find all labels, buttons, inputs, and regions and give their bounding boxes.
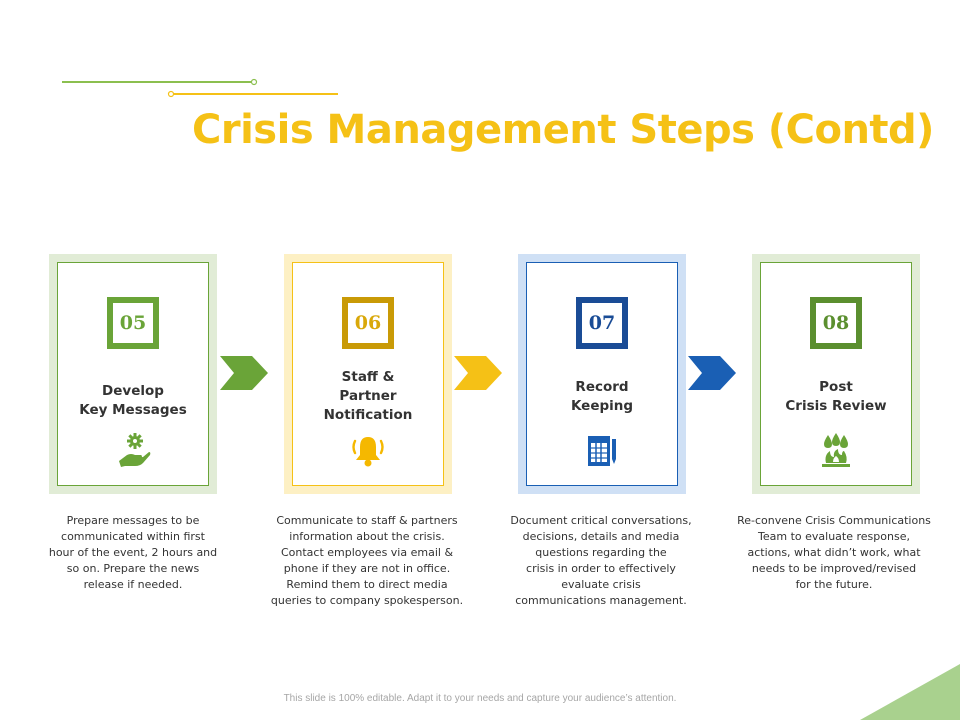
step-label: Record Keeping <box>527 378 677 416</box>
description-line: information about the crisis. <box>289 530 445 543</box>
description-line: Prepare messages to be <box>66 514 200 527</box>
corner-triangle-decoration <box>860 664 960 720</box>
description-line: queries to company spokesperson. <box>270 594 464 607</box>
fire-water-icon <box>822 433 850 467</box>
description-line: communicated within first <box>61 530 205 543</box>
step-label: Develop Key Messages <box>58 382 208 420</box>
chevron-arrow-icon <box>220 356 268 390</box>
step-number: 07 <box>582 303 622 343</box>
step-description: Communicate to staff & partners informat… <box>267 513 467 609</box>
document-pen-icon <box>588 436 616 466</box>
description-line: Communicate to staff & partners <box>276 514 458 527</box>
description-line: phone if they are not in office. <box>283 562 451 575</box>
step-label-line: Crisis Review <box>785 398 887 414</box>
step-number-badge: 07 <box>576 297 628 349</box>
description-line: so on. Prepare the news <box>66 562 200 575</box>
step-label-line: Post <box>819 379 853 395</box>
step-number-badge: 06 <box>342 297 394 349</box>
step-number: 05 <box>113 303 153 343</box>
chevron-arrow-icon <box>688 356 736 390</box>
step-description: Document critical conversations, decisio… <box>501 513 701 609</box>
chevron-arrow-icon <box>454 356 502 390</box>
step-label-line: Key Messages <box>79 402 187 418</box>
page-title: Crisis Management Steps (Contd) <box>192 107 934 153</box>
step-label: Staff & Partner Notification <box>293 368 443 425</box>
decorative-lines <box>62 78 338 98</box>
step-card-05: 05 Develop Key Messages <box>49 254 217 494</box>
description-line: hour of the event, 2 hours and <box>48 546 218 559</box>
step-card-07: 07 Record Keeping <box>518 254 686 494</box>
step-label-line: Keeping <box>570 398 634 414</box>
step-label-line: Staff & <box>341 369 395 385</box>
description-line: Team to evaluate response, <box>758 530 910 543</box>
step-description: Re-convene Crisis Communications Team to… <box>734 513 934 593</box>
step-description: Prepare messages to be communicated with… <box>33 513 233 593</box>
description-line: Re-convene Crisis Communications <box>737 514 931 527</box>
step-card-06: 06 Staff & Partner Notification <box>284 254 452 494</box>
description-line: Remind them to direct media <box>286 578 448 591</box>
gear-hand-icon <box>119 433 151 467</box>
step-label-line: Notification <box>323 407 413 423</box>
bell-icon <box>352 437 384 467</box>
description-line: release if needed. <box>83 578 183 591</box>
description-line: crisis in order to effectively <box>526 562 676 575</box>
step-label: Post Crisis Review <box>761 378 911 416</box>
description-line: communications management. <box>515 594 687 607</box>
step-number-badge: 08 <box>810 297 862 349</box>
step-label-line: Partner <box>339 388 397 404</box>
description-line: Contact employees via email & <box>280 546 454 559</box>
step-number-badge: 05 <box>107 297 159 349</box>
description-line: Document critical conversations, <box>510 514 692 527</box>
description-line: evaluate crisis <box>561 578 641 591</box>
step-label-line: Develop <box>102 383 164 399</box>
description-line: questions regarding the <box>535 546 667 559</box>
description-line: for the future. <box>795 578 873 591</box>
description-line: decisions, details and media <box>522 530 680 543</box>
footer-note: This slide is 100% editable. Adapt it to… <box>283 693 677 704</box>
step-label-line: Record <box>575 379 629 395</box>
step-card-08: 08 Post Crisis Review <box>752 254 920 494</box>
step-number: 06 <box>348 303 388 343</box>
description-line: needs to be improved/revised <box>751 562 917 575</box>
description-line: actions, what didn’t work, what <box>747 546 921 559</box>
step-number: 08 <box>816 303 856 343</box>
